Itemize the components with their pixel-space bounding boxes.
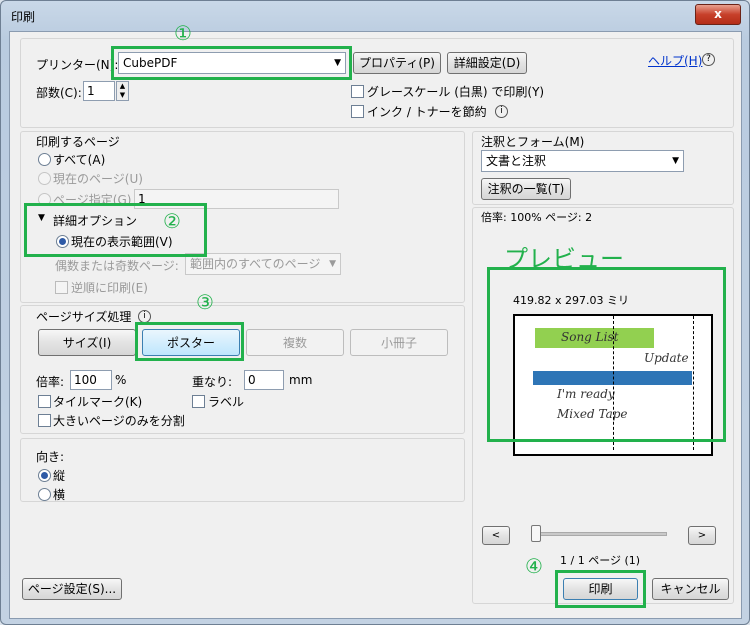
comments-heading: 注釈とフォーム(M) <box>481 135 585 149</box>
save-ink-label: インク / トナーを節約 <box>367 105 487 119</box>
tile-marks-label: タイルマーク(K) <box>53 395 143 409</box>
comments-value: 文書と注釈 <box>486 154 547 168</box>
info-icon[interactable]: i <box>495 105 508 118</box>
page-slider-thumb[interactable] <box>531 525 541 542</box>
radio-all-label: すべて(A) <box>53 153 106 167</box>
marker-1: ① <box>174 21 192 45</box>
collapse-triangle-icon[interactable]: ▼ <box>38 213 45 223</box>
im-ready-text: I'm ready <box>557 387 615 401</box>
radio-all[interactable] <box>38 153 51 166</box>
close-button[interactable]: x <box>695 4 741 25</box>
cancel-button[interactable]: キャンセル <box>652 578 729 600</box>
song-list-text: Song List <box>561 330 619 344</box>
marker-2: ② <box>163 209 181 233</box>
printer-label: プリンター(N): <box>36 58 119 72</box>
page-setup-button[interactable]: ページ設定(S)... <box>22 578 122 600</box>
copies-stepper[interactable]: ▲▼ <box>116 81 129 101</box>
overlap-input[interactable]: 0 <box>244 370 284 390</box>
page-slider-track[interactable] <box>535 532 667 536</box>
pages-heading: 印刷するページ <box>36 135 120 149</box>
page-count-text: 1 / 1 ページ (1) <box>560 554 641 567</box>
overlap-unit: mm <box>289 373 313 387</box>
chevron-down-icon: ▼ <box>672 156 679 166</box>
title-bar: 印刷 x <box>1 1 749 31</box>
scale-unit: % <box>115 373 127 387</box>
highlight-printer <box>111 46 352 80</box>
copies-input[interactable]: 1 <box>83 81 115 101</box>
advanced-button[interactable]: 詳細設定(D) <box>447 52 527 74</box>
save-ink-checkbox[interactable] <box>351 105 364 118</box>
copies-label: 部数(C): <box>36 86 82 100</box>
odd-even-label: 偶数または奇数ページ: <box>55 259 179 273</box>
radio-current-label: 現在のページ(U) <box>53 172 143 186</box>
more-options-label[interactable]: 詳細オプション <box>53 214 138 228</box>
grayscale-label: グレースケール (白黒) で印刷(Y) <box>367 85 545 99</box>
orientation-heading: 向き: <box>36 450 65 464</box>
preview-page: Song List Update I'm ready Mixed Tape <box>513 314 713 456</box>
marker-3: ③ <box>196 290 214 314</box>
preview-info: 倍率: 100% ページ: 2 <box>481 211 593 224</box>
summarize-comments-button[interactable]: 注釈の一覧(T) <box>481 178 571 200</box>
prev-page-button[interactable]: < <box>482 526 510 545</box>
radio-landscape-label: 横 <box>53 488 66 502</box>
blue-bar <box>533 371 692 385</box>
highlight-current-view <box>24 203 207 257</box>
radio-portrait[interactable] <box>38 469 51 482</box>
properties-button[interactable]: プロパティ(P) <box>353 52 441 74</box>
print-button[interactable]: 印刷 <box>563 578 638 600</box>
help-link[interactable]: ヘルプ(H) <box>648 54 703 68</box>
odd-even-select[interactable]: 範囲内のすべてのページ ▼ <box>185 253 341 275</box>
comments-select[interactable]: 文書と注釈 ▼ <box>481 150 684 172</box>
radio-current-view-label: 現在の表示範囲(V) <box>71 235 173 249</box>
preview-size-text: 419.82 x 297.03 ミリ <box>513 294 629 307</box>
tile-large-label: 大きいページのみを分割 <box>53 414 185 428</box>
size-button[interactable]: サイズ(I) <box>38 329 136 356</box>
window-title: 印刷 <box>11 10 36 24</box>
highlight-print <box>555 570 646 608</box>
help-icon[interactable]: ? <box>702 53 715 66</box>
scale-input[interactable]: 100 <box>70 370 112 390</box>
overlap-label: 重なり: <box>192 375 233 389</box>
chevron-down-icon: ▼ <box>329 259 336 269</box>
tile-marks-checkbox[interactable] <box>38 395 51 408</box>
next-page-button[interactable]: > <box>688 526 716 545</box>
mixed-tape-text: Mixed Tape <box>557 407 628 421</box>
marker-4: ④ <box>525 554 543 578</box>
orientation-panel <box>20 438 465 502</box>
poster-button[interactable]: ポスター <box>142 329 240 356</box>
printer-value: CubePDF <box>123 56 178 70</box>
song-list-bar <box>535 328 654 348</box>
grayscale-checkbox[interactable] <box>351 85 364 98</box>
reverse-label: 逆順に印刷(E) <box>71 281 148 295</box>
radio-portrait-label: 縦 <box>53 469 66 483</box>
odd-even-value: 範囲内のすべてのページ <box>190 257 321 271</box>
printer-select[interactable]: CubePDF ▼ <box>118 52 346 74</box>
highlight-preview <box>487 267 726 442</box>
radio-current-view[interactable] <box>56 235 69 248</box>
radio-landscape[interactable] <box>38 488 51 501</box>
scale-label: 倍率: <box>36 375 65 389</box>
reverse-checkbox[interactable] <box>55 281 68 294</box>
labels-checkbox[interactable] <box>192 395 205 408</box>
chevron-down-icon: ▼ <box>334 58 341 68</box>
labels-label: ラベル <box>208 395 245 409</box>
radio-current[interactable] <box>38 172 51 185</box>
highlight-poster <box>135 322 244 361</box>
update-text: Update <box>644 351 689 365</box>
page-sizing-heading: ページサイズ処理 <box>36 310 132 324</box>
tile-divider <box>693 316 694 450</box>
tile-large-checkbox[interactable] <box>38 414 51 427</box>
multiple-button[interactable]: 複数 <box>246 329 344 356</box>
tile-divider <box>613 316 614 450</box>
booklet-button[interactable]: 小冊子 <box>350 329 448 356</box>
dialog-body: プリンター(N): CubePDF ▼ プロパティ(P) 詳細設定(D) ヘルプ… <box>9 23 742 619</box>
